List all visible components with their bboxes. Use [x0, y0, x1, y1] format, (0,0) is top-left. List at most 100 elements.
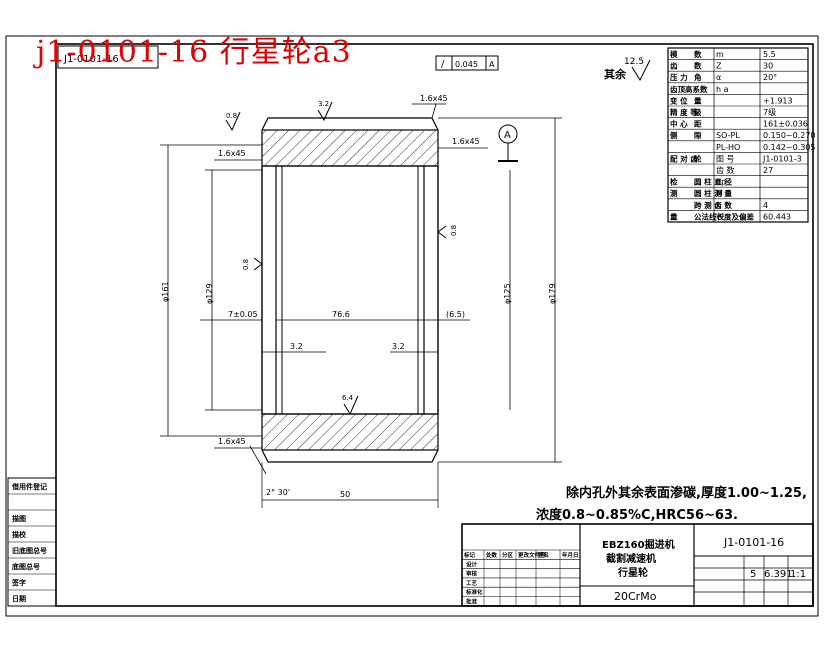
- tb-head: 标记: [463, 551, 476, 559]
- label-dia-179: φ179: [548, 283, 557, 304]
- outer-frame: [5, 35, 819, 617]
- label-chamfer-top-left: 1.6x45: [420, 94, 448, 103]
- param-cell: 配 对 齿: [670, 153, 698, 163]
- rough-mark-64: [343, 395, 359, 416]
- tb-role: 标准化: [465, 588, 483, 596]
- label-dia-129: φ129: [205, 283, 214, 304]
- param-cell: J1-0101-3: [762, 154, 802, 163]
- label-len-32b: 3.2: [392, 342, 405, 351]
- param-cell: 跨 测 齿 数: [694, 200, 732, 210]
- param-cell: 变 位: [670, 95, 688, 105]
- tb-weight: 6.391: [764, 569, 793, 580]
- param-cell: 量: [694, 95, 702, 105]
- label-rough-08-left: 0.8: [242, 259, 250, 270]
- side-label: 签字: [11, 578, 26, 587]
- part-section-view: 1.6x45 1.6x45 1.6x45 1.6x45 0.8 3.2 0.8 …: [160, 94, 562, 508]
- rough-mark-08-right: [437, 225, 447, 239]
- label-dia-161: φ161: [161, 281, 170, 302]
- param-cell: SO-PL: [716, 131, 740, 140]
- param-cell: Z: [716, 62, 722, 71]
- label-rough-08-right: 0.8: [450, 225, 458, 236]
- param-cell: 中 心: [670, 119, 688, 129]
- param-cell: +1.913: [763, 96, 793, 105]
- surface-rest-value: 12.5: [624, 57, 644, 67]
- tb-head: 处数: [485, 551, 498, 559]
- param-cell: 距: [694, 120, 702, 129]
- tb-part-name: 行星轮: [617, 566, 648, 579]
- tb-material: 20CrMo: [614, 590, 657, 603]
- param-cell: 齿: [670, 61, 678, 71]
- label-len-32a: 3.2: [290, 342, 303, 351]
- side-label: 旧底图总号: [12, 546, 47, 555]
- param-cell: 7级: [763, 107, 776, 117]
- param-cell: 圆 柱 直 径: [694, 177, 732, 187]
- tb-head: 更改文件号: [518, 551, 546, 559]
- label-width-50: 50: [340, 490, 350, 499]
- param-cell: 5.5: [763, 50, 776, 59]
- tb-head: 签名: [537, 551, 549, 559]
- tb-role: 工艺: [466, 579, 478, 587]
- label-len-766: 76.6: [332, 310, 350, 319]
- param-cell: K: [716, 201, 722, 210]
- param-cell: 角: [694, 72, 702, 82]
- tb-role: 批准: [466, 598, 478, 606]
- param-cell: 公法线长度及偏差: [694, 211, 754, 221]
- param-cell: α: [716, 73, 721, 82]
- label-rough-32: 3.2: [318, 100, 329, 108]
- param-cell: 20°: [763, 73, 777, 82]
- label-len-7: 7±0.05: [228, 310, 258, 319]
- param-cell: 数: [694, 49, 702, 59]
- surface-rest-label: 其余: [604, 67, 627, 81]
- frame-code: J1-0101-16: [63, 54, 119, 65]
- param-cell: h a: [716, 85, 729, 94]
- param-cell: 161±0.036: [763, 120, 808, 129]
- side-label: 底图总号: [12, 562, 40, 571]
- top-tip-outline: [261, 117, 439, 131]
- surface-rest-symbol: [631, 59, 651, 82]
- tb-scale: 1:1: [790, 569, 806, 580]
- label-rough-64: 6.4: [342, 394, 354, 402]
- title-block-frame: [461, 523, 814, 607]
- param-cell: 4: [763, 201, 768, 210]
- tb-head: 分区: [502, 551, 514, 559]
- title-block-left-grid: 标记处数分区更改文件号签名年月日设计审核工艺标准化批准: [462, 549, 580, 606]
- rough-mark-08: [225, 111, 241, 132]
- param-cell: 轮: [694, 153, 702, 163]
- param-cell: 隙: [694, 130, 702, 140]
- centerline-left: [249, 445, 267, 475]
- param-cell: 60.443: [763, 212, 791, 221]
- note-line-2: 浓度0.8~0.85%C,HRC56~63.: [536, 508, 738, 523]
- param-cell: 模: [670, 49, 678, 59]
- side-label: 描图: [12, 514, 26, 523]
- tb-head: 年月日: [562, 551, 579, 559]
- note-line-1: 除内孔外其余表面渗碳,厚度1.00~1.25,: [566, 486, 807, 501]
- side-label: 日期: [12, 594, 26, 603]
- side-label: 描校: [12, 530, 27, 539]
- top-hatch: [261, 129, 439, 167]
- overlay-title: j1-0101-16 行星轮a3: [36, 35, 352, 70]
- rough-mark-08-left: [253, 257, 263, 271]
- param-cell: 量: [670, 211, 678, 221]
- param-cell: M: [716, 189, 723, 198]
- bottom-tip-outline: [261, 449, 439, 463]
- side-label: 借用件登记: [11, 482, 47, 491]
- param-cell: 图 号: [716, 154, 735, 163]
- label-dia-125: φ125: [503, 283, 512, 304]
- tolerance-value: 0.045: [455, 60, 478, 69]
- label-chamfer-inner-left: 1.6x45: [218, 149, 246, 158]
- tb-role: 审核: [466, 570, 478, 578]
- frame-code-box: [57, 45, 159, 69]
- tb-sheet-info: 5: [750, 569, 756, 580]
- param-cell: 0.142~0.305: [763, 143, 816, 152]
- rough-mark-32: [317, 101, 333, 122]
- param-cell: 齿 数: [716, 165, 735, 175]
- param-cell: 测: [670, 188, 678, 198]
- title-block: 标记处数分区更改文件号签名年月日设计审核工艺标准化批准 EBZ160掘进机 截割…: [461, 523, 814, 607]
- tb-product: EBZ160掘进机: [602, 538, 675, 551]
- param-cell: W: [716, 212, 724, 221]
- param-cell: 侧: [670, 130, 678, 140]
- param-cell: 齿顶高系数: [670, 84, 708, 94]
